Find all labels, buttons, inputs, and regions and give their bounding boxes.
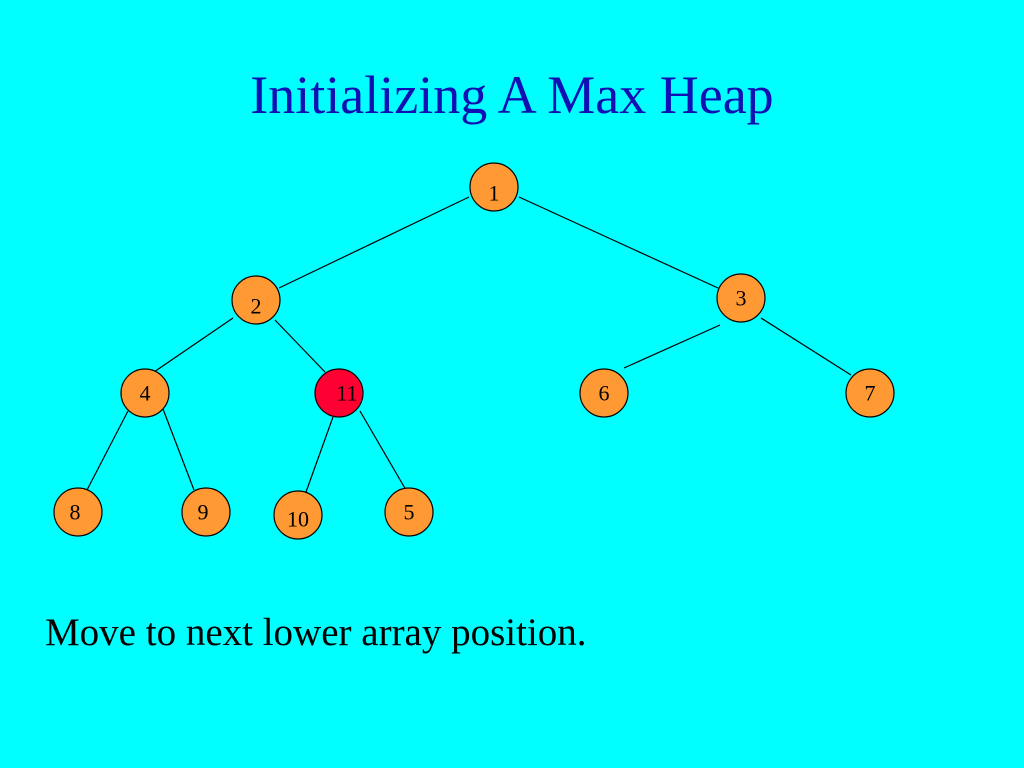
tree-edge-5: [623, 324, 721, 369]
tree-edge-4: [274, 319, 326, 373]
heap-node-8: 8: [53, 487, 103, 537]
node-circle: [53, 487, 103, 537]
node-value-label: 10: [287, 507, 309, 532]
heap-node-1: 1: [469, 162, 519, 212]
node-circle: [273, 490, 323, 540]
tree-edge-9: [305, 416, 334, 493]
node-value-label: 9: [198, 500, 209, 525]
node-circle: [716, 273, 766, 323]
node-circle: [384, 487, 434, 537]
node-value-label: 1: [489, 181, 500, 206]
node-value-label: 8: [70, 500, 81, 525]
tree-edge-10: [359, 410, 407, 491]
node-circle: [181, 487, 231, 537]
slide-title: Initializing A Max Heap: [250, 65, 774, 125]
heap-node-11: 5: [384, 487, 434, 537]
node-circle: [120, 368, 170, 418]
node-value-label: 2: [251, 294, 262, 319]
tree-edge-8: [162, 408, 195, 491]
tree-edge-2: [518, 196, 719, 289]
heap-node-7: 7: [845, 368, 895, 418]
tree-nodes: 1 2 3 4 11 6 7 8 9 10 5: [53, 162, 895, 540]
node-value-label: 5: [404, 500, 415, 525]
node-value-label: 3: [736, 286, 747, 311]
node-circle: [579, 368, 629, 418]
highlighted-node-circle: [314, 368, 364, 418]
heap-node-3: 3: [716, 273, 766, 323]
node-circle: [231, 275, 281, 325]
node-value-label: 11: [336, 381, 357, 406]
heap-node-9: 9: [181, 487, 231, 537]
node-value-label: 4: [140, 381, 151, 406]
slide-caption: Move to next lower array position.: [45, 611, 587, 654]
heap-node-6: 6: [579, 368, 629, 418]
tree-edge-6: [760, 317, 852, 376]
heap-node-5: 11: [314, 368, 364, 418]
heap-node-4: 4: [120, 368, 170, 418]
tree-edges: [86, 196, 852, 493]
tree-edge-1: [278, 196, 470, 289]
heap-node-2: 2: [231, 275, 281, 325]
node-value-label: 7: [865, 381, 876, 406]
node-circle: [469, 162, 519, 212]
heap-node-10: 10: [273, 490, 323, 540]
tree-edge-3: [153, 317, 234, 373]
tree-edge-7: [86, 410, 129, 491]
node-value-label: 6: [599, 381, 610, 406]
node-circle: [845, 368, 895, 418]
